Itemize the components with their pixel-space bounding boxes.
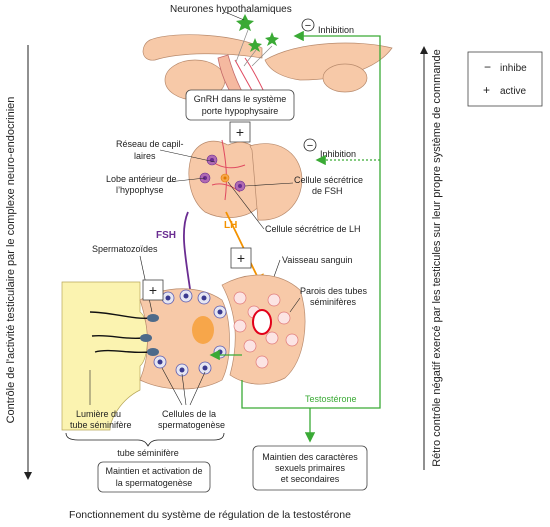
parois-label-line2: séminifères — [310, 297, 357, 307]
tube-label: tube séminifère — [117, 448, 179, 458]
plus-gnrh-sign: + — [236, 124, 244, 140]
neuron-star-1 — [236, 14, 254, 31]
legend-minus-label: inhibe — [500, 63, 527, 74]
testosterone-feedback-top — [241, 30, 381, 409]
legend-plus-symbol: + — [483, 83, 490, 97]
vaisseau-label: Vaisseau sanguin — [282, 255, 352, 265]
plus-box-fsh — [142, 279, 164, 301]
inhibition-mid-minus: − — [307, 140, 313, 152]
neuron-star-3 — [265, 32, 279, 46]
gnrh-label-line2: porte hypophysaire — [202, 106, 279, 116]
plus-box-lh — [230, 247, 252, 269]
leydig-cells — [233, 291, 299, 369]
legend-plus-label: active — [500, 86, 527, 97]
cell-fsh-label-line1: Cellule sécrétrice — [294, 175, 363, 185]
cell-fsh-label-line2: de FSH — [312, 186, 343, 196]
maintien-spermatogenese-box — [97, 461, 211, 493]
lumiere-label-line2: tube séminifère — [70, 420, 132, 430]
sertoli-cell — [192, 316, 214, 344]
maintien-sperm-line1: Maintien et activation de — [105, 466, 202, 476]
spermatozoa — [89, 311, 159, 356]
reseau-label-line1: Réseau de capil- — [116, 139, 184, 149]
reseau-label-line2: laires — [134, 151, 156, 161]
inhibition-mid-label: Inhibition — [320, 149, 356, 159]
maintien-sex-line2: sexuels primaires — [275, 463, 346, 473]
left-vertical-label: Contrôle de l'activité testiculaire par … — [5, 97, 17, 424]
fsh-arrow — [183, 211, 198, 306]
maintien-sex-line1: Maintien des caractères — [262, 452, 358, 462]
caption: Fonctionnement du système de régulation … — [69, 509, 351, 521]
hypothalamus-structure — [142, 34, 393, 113]
maintien-sperm-line2: la spermatogenèse — [116, 478, 193, 488]
fsh-label: FSH — [156, 230, 176, 241]
legend-minus-symbol: − — [484, 60, 491, 74]
cell-lh-label: Cellule sécrétrice de LH — [265, 224, 361, 234]
lh-label: LH — [224, 220, 237, 231]
gnrh-label-line1: GnRH dans le système — [194, 94, 287, 104]
neuron-star-2 — [248, 38, 262, 52]
parois-label-line1: Parois des tubes — [300, 286, 368, 296]
neurones-group — [235, 14, 279, 67]
plus-lh-sign: + — [237, 250, 245, 266]
legend-box — [467, 51, 543, 107]
pituitary-gland — [188, 139, 303, 221]
maintien-sex-line3: et secondaires — [281, 474, 340, 484]
inhibition-top-label: Inhibition — [318, 25, 354, 35]
neurones-label: Neurones hypothalamiques — [170, 4, 292, 15]
gnrh-box — [185, 89, 295, 121]
maintien-caracteres-box — [252, 445, 368, 491]
seminiferous-tube-lumen — [61, 281, 148, 431]
tube-brace — [65, 432, 225, 447]
right-vertical-label: Rétro contrôle négatif exercé par les te… — [431, 49, 443, 467]
inhibition-top-sign — [301, 18, 315, 32]
lobe-label-line2: l’hypophyse — [116, 185, 164, 195]
spermatozoides-label: Spermatozoïdes — [92, 244, 158, 254]
plus-fsh-sign: + — [149, 282, 157, 298]
cellules-label-line1: Cellules de la — [162, 409, 216, 419]
inhibition-mid-sign — [303, 138, 317, 152]
inhibition-top-minus: − — [305, 20, 311, 32]
lumiere-label-line1: Lumière du — [76, 409, 121, 419]
lobe-label-line1: Lobe antérieur de — [106, 174, 177, 184]
cellules-label-line2: spermatogenèse — [158, 420, 225, 430]
testosterone-label: Testostérone — [305, 394, 357, 404]
blood-vessel — [252, 309, 272, 335]
